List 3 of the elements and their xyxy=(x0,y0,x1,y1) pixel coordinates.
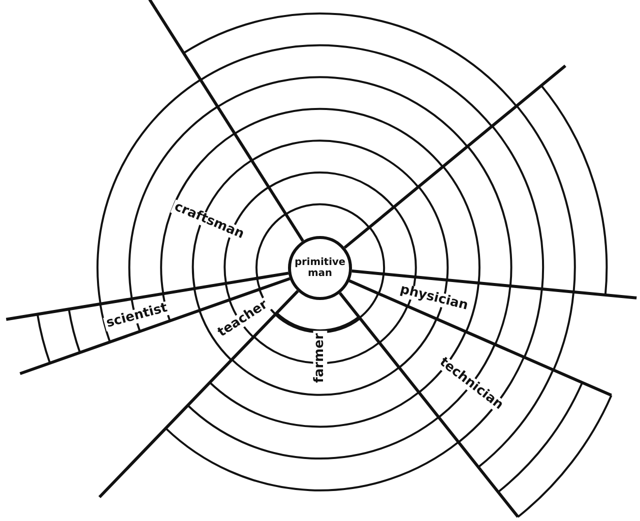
center-label: primitive man xyxy=(294,257,346,279)
sector-label: farmer xyxy=(313,331,327,385)
center-circle xyxy=(288,236,352,300)
